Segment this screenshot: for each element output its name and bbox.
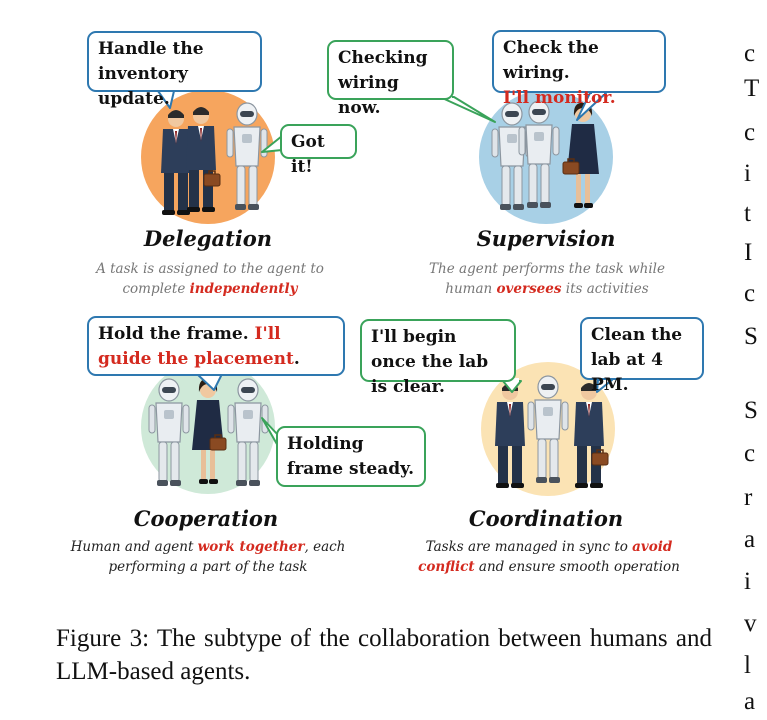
figure-caption: Figure 3: The subtype of the collaborati… bbox=[56, 625, 712, 685]
supervision-human-text: Check the wiring. bbox=[503, 38, 599, 83]
cooperation-description: Human and agent work together, each perf… bbox=[70, 539, 346, 575]
delegation-agent-bubble: Got it! bbox=[280, 124, 357, 177]
coordination-title: Coordination bbox=[468, 506, 624, 531]
cooperation-agent-text: Holding frame steady. bbox=[287, 434, 414, 479]
supervision-human-bubble: Check the wiring. I'll monitor. bbox=[492, 30, 666, 108]
coordination-agent-text: I'll begin once the lab is clear. bbox=[371, 327, 489, 397]
cooperation-human-red-text: I'll guide the placement bbox=[98, 324, 294, 369]
delegation-title: Delegation bbox=[143, 226, 273, 251]
cooperation-human-bubble: Hold the frame. I'll guide the placement… bbox=[87, 316, 345, 376]
cooperation-agent-bubble: Holding frame steady. bbox=[276, 426, 426, 487]
coordination-description: Tasks are managed in sync to avoid confl… bbox=[418, 539, 680, 575]
coordination-agent-bubble: I'll begin once the lab is clear. bbox=[360, 319, 516, 397]
delegation-manager-bubble: Handle the inventory update. bbox=[87, 31, 262, 109]
coordination-human-text: Clean the lab at 4 PM. bbox=[591, 325, 683, 395]
delegation-manager-text: Handle the inventory update. bbox=[98, 39, 204, 109]
delegation-description: A task is assigned to the agent to compl… bbox=[96, 261, 324, 297]
supervision-title: Supervision bbox=[476, 226, 616, 251]
supervision-description: The agent performs the task while human … bbox=[429, 261, 665, 297]
cooperation-title: Cooperation bbox=[133, 506, 279, 531]
supervision-agent-bubble: Checking wiring now. bbox=[327, 40, 454, 118]
delegation-agent-text: Got it! bbox=[291, 132, 325, 177]
cooperation-human-text: Hold the frame. bbox=[98, 324, 249, 344]
coordination-human-bubble: Clean the lab at 4 PM. bbox=[580, 317, 704, 395]
supervision-agent-text: Checking wiring now. bbox=[338, 48, 428, 118]
supervision-human-red-text: I'll monitor. bbox=[503, 88, 616, 108]
